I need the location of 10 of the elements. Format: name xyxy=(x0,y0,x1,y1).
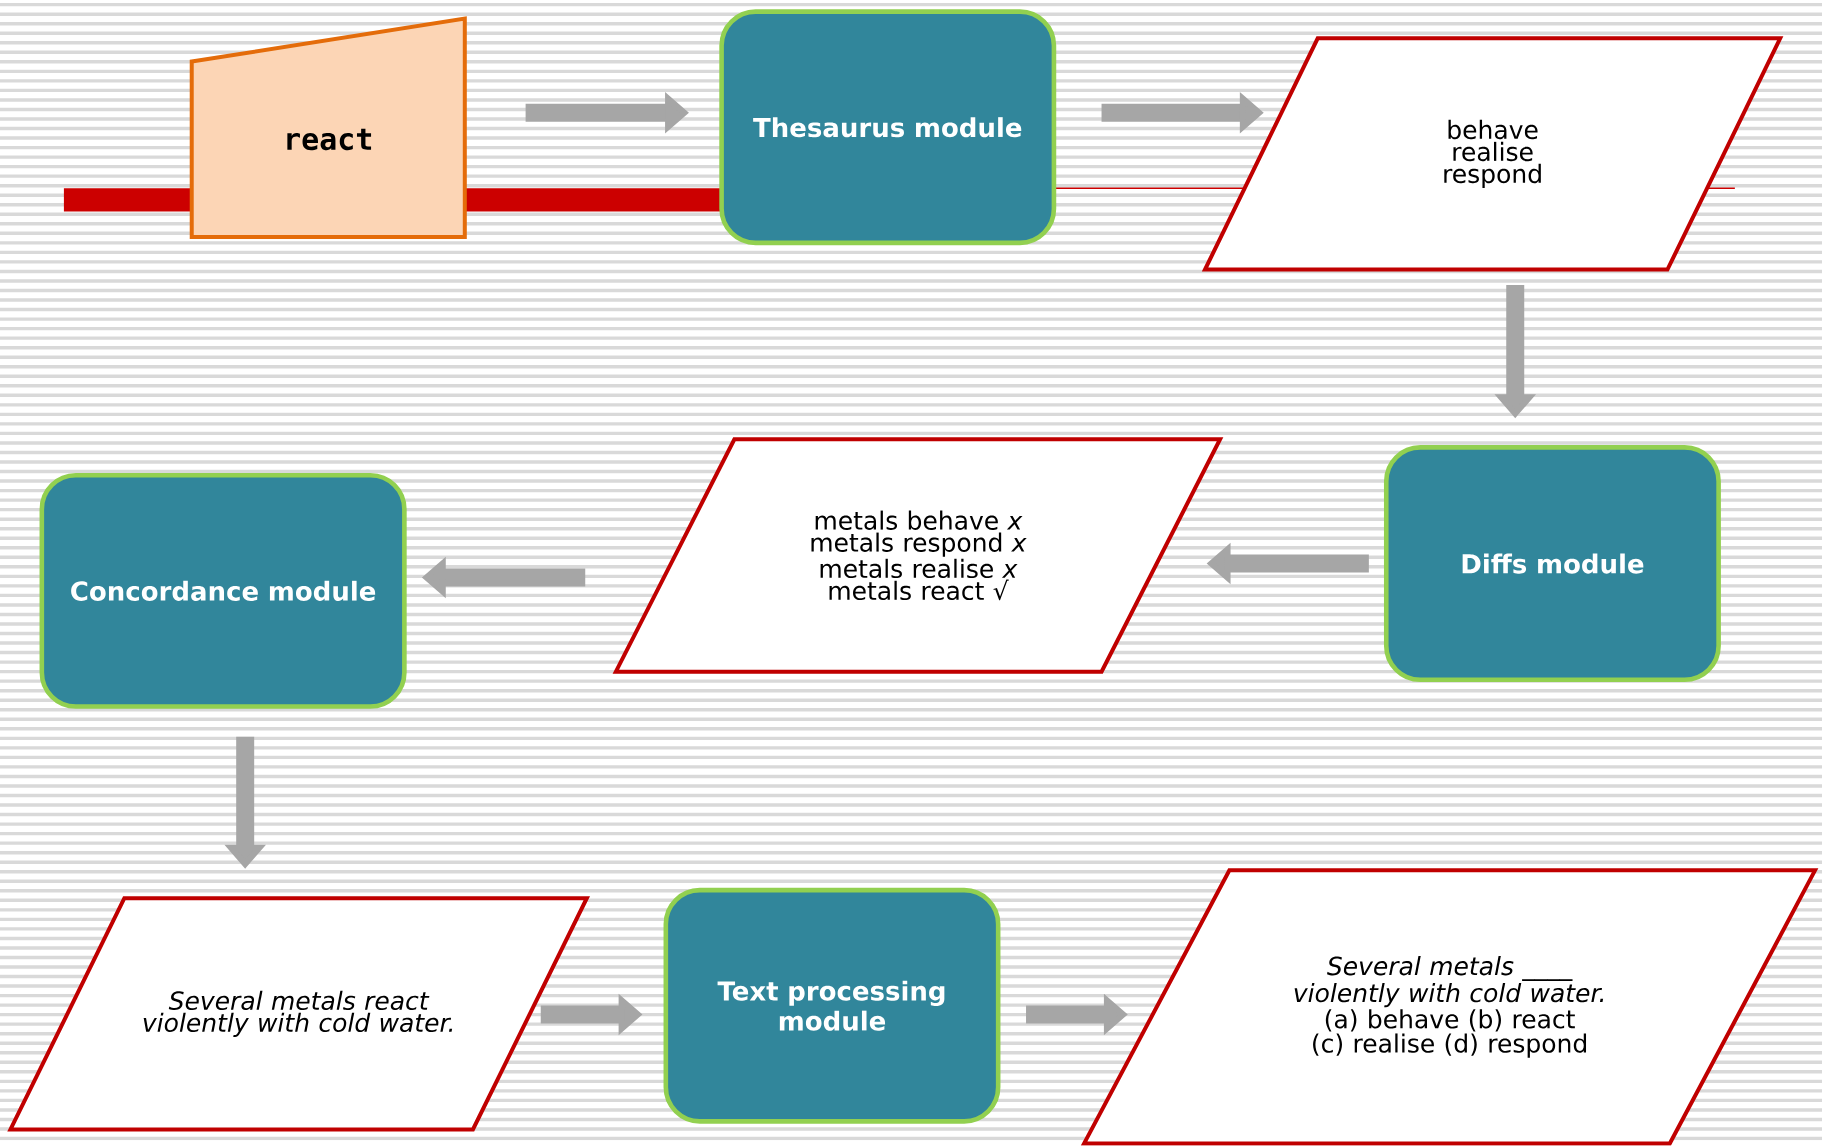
node-label: Several metals ____ violently with cold water. xyxy=(1294,956,1604,1008)
module-box: Diffs module xyxy=(1383,445,1721,683)
module-box: Text processing module xyxy=(663,887,1001,1124)
node-label: behave xyxy=(1448,119,1538,140)
node-label: (a) behave (b) react (c) realise (d) respond xyxy=(1313,1009,1587,1058)
module-box: Thesaurus module xyxy=(719,9,1057,246)
node-label: Several metals react violently with cold water. xyxy=(143,990,453,1038)
node-label: respond xyxy=(1444,163,1541,189)
node-label: realise xyxy=(1453,141,1533,162)
module-box: Concordance module xyxy=(39,473,407,709)
